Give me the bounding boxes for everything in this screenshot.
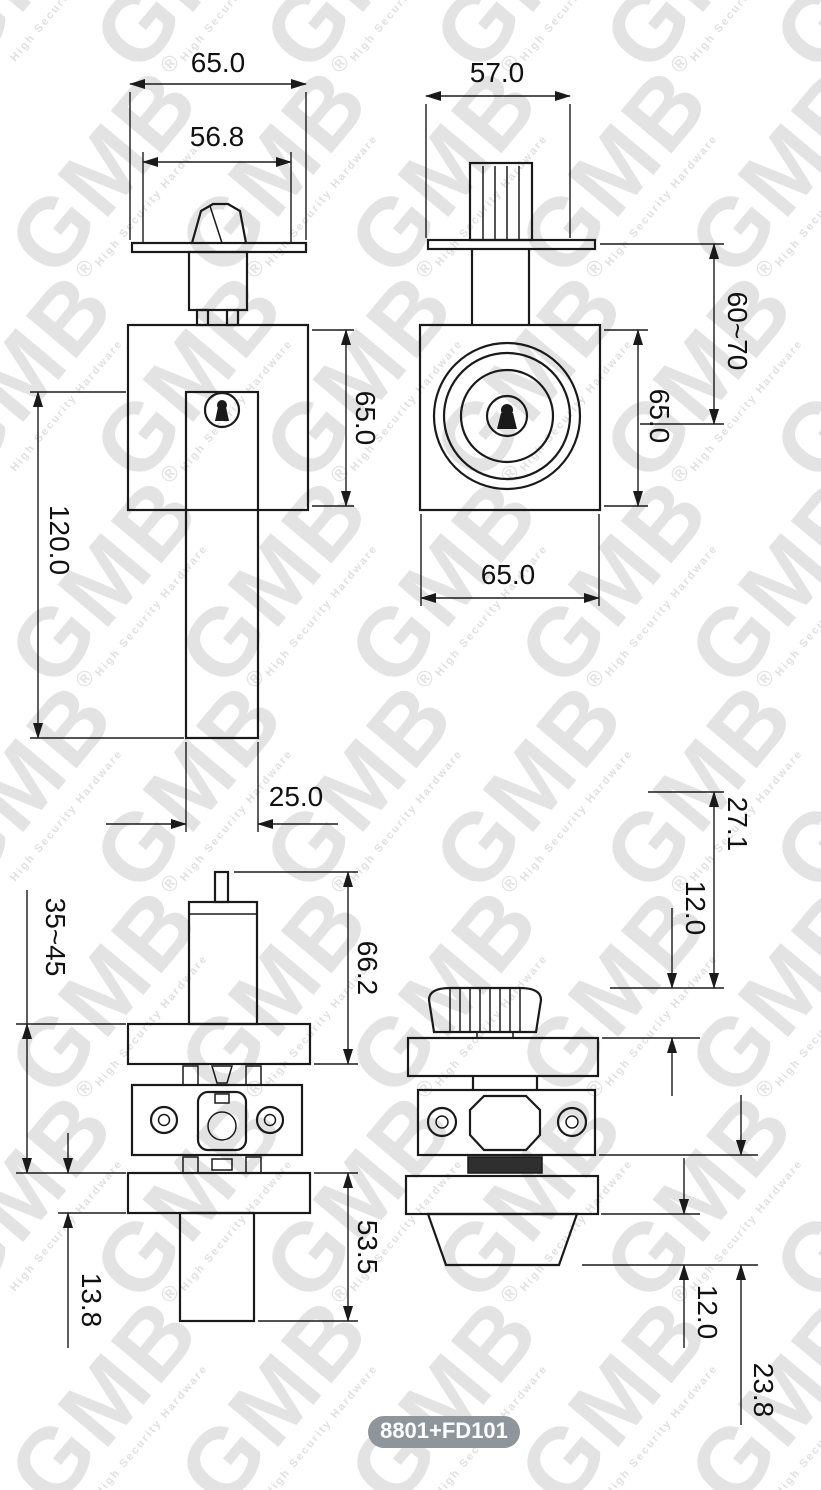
front-exterior-view bbox=[418, 161, 602, 512]
dim-front-interior-width-inner: 56.8 bbox=[142, 121, 292, 243]
lock-cylinder-body bbox=[178, 1211, 256, 1323]
dim-label: 12.0 bbox=[680, 881, 711, 936]
spindle-prong-right bbox=[225, 308, 240, 327]
dim-bolt-width: 25.0 bbox=[106, 742, 338, 832]
mounting-plate bbox=[130, 241, 308, 254]
dim-label: 65.0 bbox=[481, 559, 536, 590]
dim-label: 57.0 bbox=[470, 57, 525, 88]
latch-case-side bbox=[416, 1088, 597, 1157]
dim-door-thickness-range: 60~70 bbox=[600, 243, 753, 425]
lock-body-exterior-outline bbox=[418, 323, 602, 512]
dim-label: 35~45 bbox=[40, 898, 71, 977]
dim-side-exterior-lower-thickness: 12.0 bbox=[601, 1158, 723, 1348]
dim-label: 23.8 bbox=[748, 1363, 779, 1418]
dim-side-exterior-top-offset: 27.1 bbox=[610, 791, 753, 989]
dim-label: 25.0 bbox=[269, 781, 324, 812]
lock-body-outline bbox=[126, 323, 310, 512]
dim-front-interior-width-overall: 65.0 bbox=[129, 47, 307, 240]
screw-post-right bbox=[255, 1105, 285, 1135]
screw-hole-right bbox=[556, 1106, 588, 1138]
model-number: 8801+FD101 bbox=[380, 1418, 508, 1443]
cylinder-housing bbox=[468, 161, 534, 242]
key-slot-exterior bbox=[497, 413, 517, 429]
dim-label: 65.0 bbox=[350, 391, 381, 446]
spindle-prong-left bbox=[195, 308, 210, 327]
exterior-upper-plate bbox=[406, 1036, 600, 1078]
screw-post-left bbox=[149, 1105, 179, 1135]
spindle-hub bbox=[467, 1156, 543, 1174]
model-badge-pill bbox=[368, 1416, 520, 1448]
dim-side-exterior-base-total: 23.8 bbox=[582, 1095, 779, 1425]
dim-front-interior-body-height: 65.0 bbox=[312, 329, 381, 507]
dim-side-interior-adjust-range: 35~45 bbox=[16, 890, 126, 1174]
cylinder-rose-outer bbox=[432, 341, 582, 491]
latch-case bbox=[130, 1083, 304, 1157]
dim-front-interior-bolt-length: 120.0 bbox=[30, 391, 184, 739]
front-interior-view bbox=[126, 202, 310, 740]
dim-front-exterior-width-top: 57.0 bbox=[425, 57, 571, 238]
keyhole-ring bbox=[203, 391, 241, 429]
dim-front-exterior-body-height: 65.0 bbox=[604, 329, 675, 507]
cam-circle bbox=[207, 1111, 237, 1141]
dim-label: 120.0 bbox=[44, 505, 75, 575]
interior-rose-plate bbox=[126, 1022, 312, 1066]
knurled-knob bbox=[427, 986, 543, 1034]
cylinder-face bbox=[459, 368, 555, 464]
bolt-bar bbox=[184, 390, 260, 740]
keyhole-ring-exterior bbox=[485, 394, 529, 438]
dim-side-interior-lower-height: 53.5 bbox=[258, 1172, 383, 1322]
dim-label: 53.5 bbox=[352, 1220, 383, 1275]
dim-label: 60~70 bbox=[722, 292, 753, 371]
dim-front-exterior-body-width: 65.0 bbox=[420, 514, 600, 606]
screw-hole-left bbox=[426, 1106, 458, 1138]
cylinder-rose-inner bbox=[442, 351, 572, 481]
cam-housing bbox=[196, 1090, 248, 1152]
dim-side-exterior-upper-thickness: 12.0 bbox=[602, 881, 711, 1096]
exterior-lower-plate bbox=[404, 1174, 600, 1216]
cam-octagon bbox=[468, 1094, 542, 1152]
dim-side-interior-upper-height: 66.2 bbox=[234, 871, 383, 1065]
exterior-rose-plate bbox=[126, 1171, 312, 1215]
thumbturn-cylinder bbox=[187, 900, 259, 1026]
dim-label: 65.0 bbox=[191, 47, 246, 78]
dim-label: 65.0 bbox=[644, 389, 675, 444]
spindle-housing bbox=[187, 250, 249, 312]
thumbturn-detail-line bbox=[209, 205, 223, 244]
dim-label: 27.1 bbox=[722, 797, 753, 852]
side-interior-view bbox=[126, 870, 312, 1323]
dim-label: 12.0 bbox=[692, 1285, 723, 1340]
dim-side-interior-plate-thickness: 13.8 bbox=[58, 1133, 126, 1348]
key-slot bbox=[215, 407, 229, 421]
mounting-plate-exterior bbox=[426, 238, 597, 251]
model-badge: 8801+FD101 bbox=[368, 1416, 520, 1448]
dim-label: 13.8 bbox=[76, 1273, 107, 1328]
thumbturn-knob bbox=[190, 202, 248, 244]
dim-label: 56.8 bbox=[190, 121, 245, 152]
dim-label: 66.2 bbox=[352, 941, 383, 996]
tailpiece-stem bbox=[213, 870, 230, 904]
side-exterior-view bbox=[404, 986, 600, 1267]
tapered-guard-ring bbox=[426, 1212, 579, 1267]
